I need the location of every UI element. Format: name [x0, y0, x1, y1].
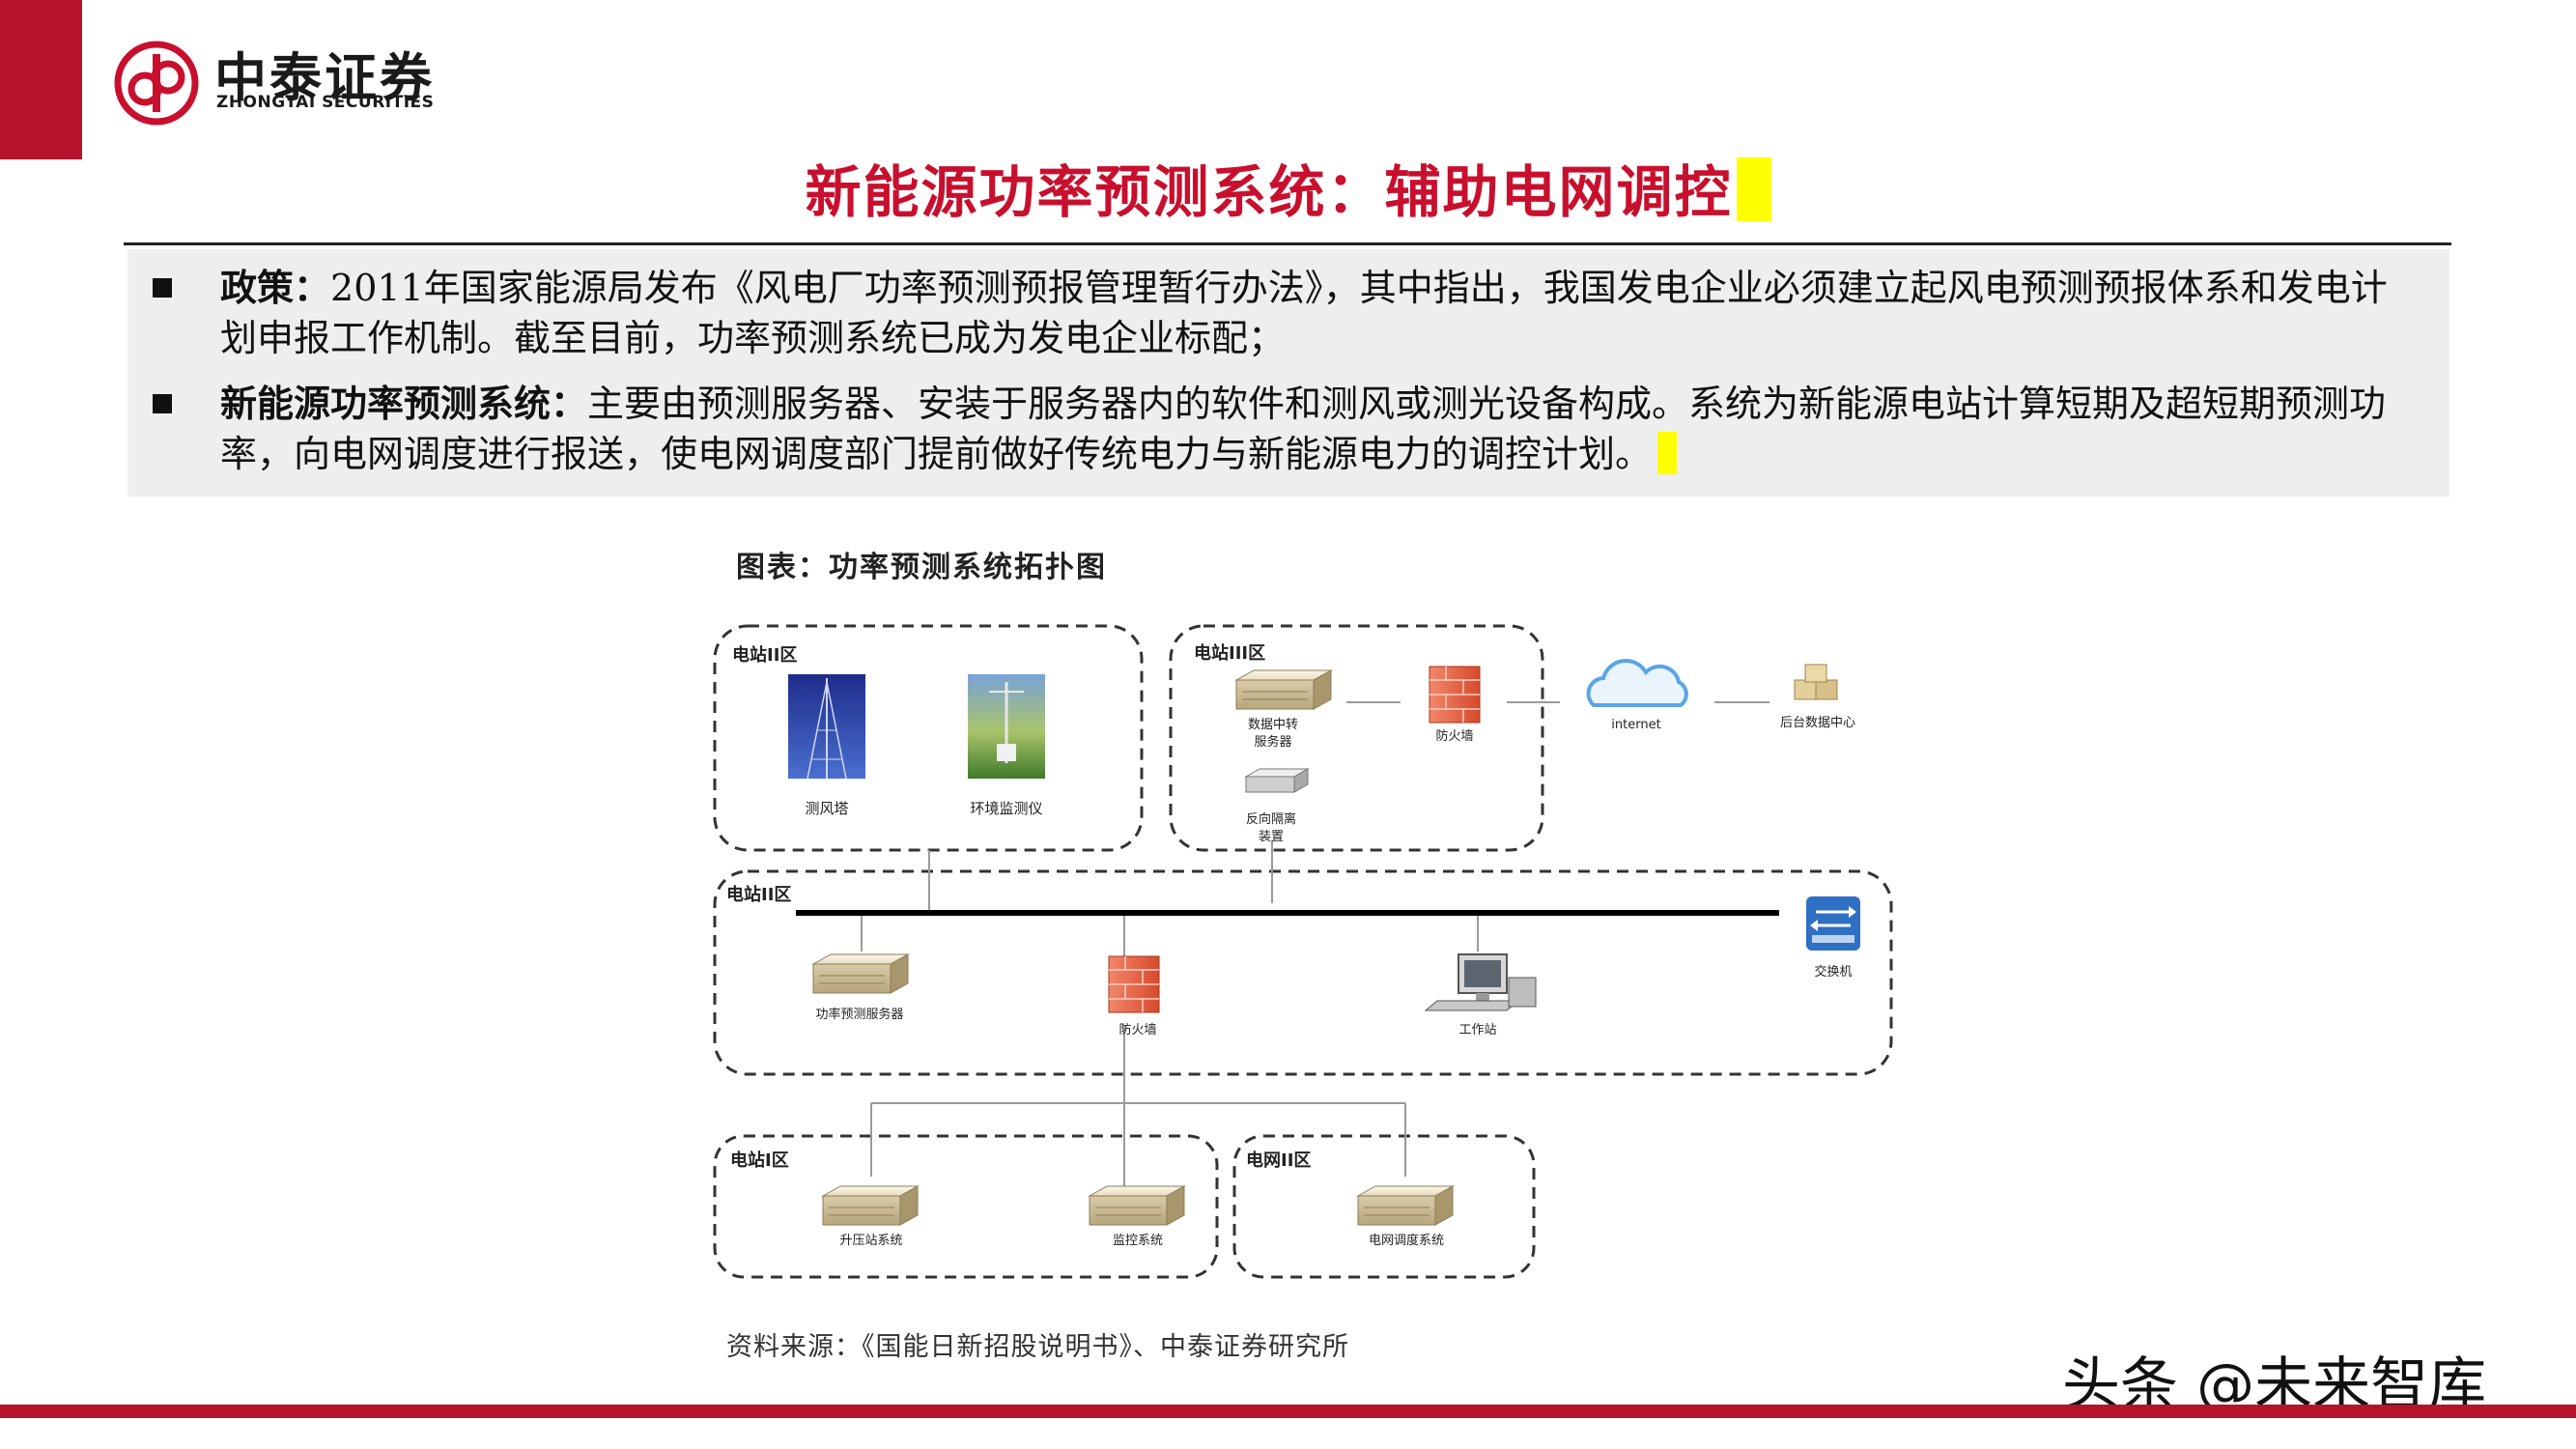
zone-label-station-ii-top: 电站II区: [732, 644, 797, 666]
data-relay-label-2: 服务器: [1254, 734, 1291, 750]
figure-title: 图表：功率预测系统拓扑图: [736, 551, 1107, 584]
forecast-server-label: 功率预测服务器: [815, 1007, 903, 1022]
data-relay-server-icon: [1235, 669, 1332, 710]
zone-label-grid-ii: 电网II区: [1246, 1150, 1311, 1171]
topology-diagram: 电站II区 电站III区 电站II区 电站I区 电网II区: [713, 624, 1893, 1279]
monitor-system-label: 监控系统: [1113, 1234, 1163, 1248]
bullet-marker-2: [153, 394, 172, 413]
slide-title: 新能源功率预测系统：辅助电网调控: [0, 147, 2576, 228]
text-highlight-mark: [1657, 432, 1678, 474]
firewall-main-icon: [1108, 955, 1160, 1013]
zone-box-station-i: [713, 1134, 1219, 1279]
workstation-icon: [1424, 953, 1537, 1011]
internet-label: internet: [1611, 718, 1660, 732]
internet-cloud-icon: [1586, 659, 1688, 707]
workstation-label: 工作站: [1458, 1023, 1496, 1037]
booster-system-label: 升压站系统: [839, 1234, 902, 1248]
policy-info-box: 政策：2011年国家能源局发布《风电厂功率预测预报管理暂行办法》，其中指出，我国…: [127, 249, 2449, 497]
switch-label: 交换机: [1814, 964, 1852, 980]
title-rule: [124, 242, 2451, 245]
forecast-server-icon: [812, 953, 909, 994]
zone-box-station-iii: [1169, 624, 1544, 852]
isolation-label-2: 装置: [1259, 830, 1284, 844]
booster-system-icon: [822, 1185, 919, 1226]
backend-center-icon: [1794, 664, 1838, 700]
bullet-paragraph-2: 新能源功率预测系统：主要由预测服务器、安装于服务器内的软件和测风或测光设备构成。…: [220, 379, 2403, 479]
zone-label-station-i: 电站I区: [730, 1150, 789, 1171]
wind-tower-label: 测风塔: [805, 800, 848, 817]
zone-box-grid-ii: [1232, 1134, 1536, 1279]
isolation-label-1: 反向隔离: [1246, 811, 1296, 827]
isolation-device-icon: [1244, 768, 1310, 793]
slide-title-text: 新能源功率预测系统：辅助电网调控: [805, 159, 1733, 225]
bullet-text-1: 2011年国家能源局发布《风电厂功率预测预报管理暂行办法》，其中指出，我国发电企…: [220, 267, 2388, 359]
firewall-top-label: 防火墙: [1435, 728, 1473, 744]
zone-label-station-iii: 电站III区: [1194, 642, 1265, 664]
bullet-marker-1: [153, 278, 172, 298]
source-note: 资料来源：《国能日新招股说明书》、中泰证券研究所: [726, 1332, 1349, 1362]
backend-center-label: 后台数据中心: [1780, 716, 1855, 730]
switch-icon: [1806, 896, 1860, 951]
zhongtai-logo-icon: [114, 41, 199, 126]
bullet-paragraph-1: 政策：2011年国家能源局发布《风电厂功率预测预报管理暂行办法》，其中指出，我国…: [220, 263, 2403, 363]
env-monitor-label: 环境监测仪: [970, 800, 1042, 817]
env-monitor-image: [968, 674, 1045, 779]
wind-tower-image: [788, 674, 865, 780]
firewall-main-label: 防火墙: [1118, 1022, 1156, 1037]
brand-name-cn: 中泰证券: [214, 47, 435, 108]
title-highlight-mark: [1736, 157, 1771, 221]
brand-bottom-bar: [0, 1405, 2576, 1418]
brand-name-en: ZHONGTAI SECURITIES: [216, 93, 435, 112]
bullet-text-2: 主要由预测服务器、安装于服务器内的软件和测风或测光设备构成。系统为新能源电站计算…: [220, 383, 2387, 475]
bullet-label-2: 新能源功率预测系统：: [220, 382, 588, 425]
grid-dispatch-icon: [1357, 1185, 1454, 1226]
firewall-top-icon: [1429, 666, 1481, 724]
data-relay-label-1: 数据中转: [1248, 718, 1298, 732]
brand-side-bar: [0, 0, 82, 159]
connector-lines: [861, 701, 1769, 1190]
bullet-label-1: 政策：: [220, 266, 331, 309]
grid-dispatch-label: 电网调度系统: [1369, 1233, 1444, 1248]
monitor-system-icon: [1089, 1185, 1185, 1226]
zone-label-station-ii-main: 电站II区: [726, 884, 791, 905]
